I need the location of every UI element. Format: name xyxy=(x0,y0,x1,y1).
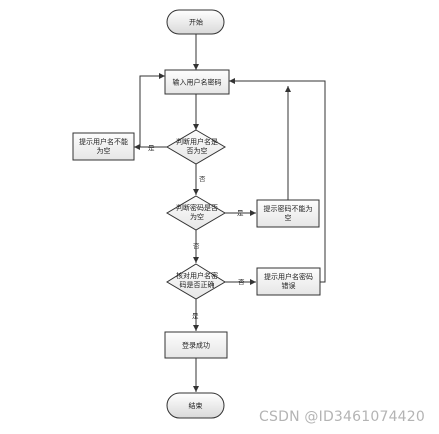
input-node: 输入用户名密码 xyxy=(164,69,230,95)
pwd-empty-msg-line2: 空 xyxy=(285,213,292,222)
edge-label-pwd-empty-yes: 是 xyxy=(237,209,244,217)
wrong-msg-line1: 提示用户名密码 xyxy=(264,272,313,281)
check-correct-line1: 核对用户名密 xyxy=(176,271,218,280)
end-node: 结束 xyxy=(166,392,225,419)
edge-label-user-empty-yes: 是 xyxy=(148,144,155,152)
check-user-empty-line2: 否为空 xyxy=(187,146,208,155)
success-node: 登录成功 xyxy=(164,331,228,359)
input-label: 输入用户名密码 xyxy=(173,78,222,87)
pwd-empty-msg-line1: 提示密码不能为 xyxy=(264,204,313,213)
start-label: 开始 xyxy=(189,18,203,27)
check-user-empty-node: 判断用户名是 否为空 xyxy=(166,129,226,165)
csdn-watermark: CSDN @ID3461074420 xyxy=(259,409,425,425)
check-pwd-empty-line1: 判断密码是否 xyxy=(176,203,218,212)
edge-label-pwd-empty-no: 否 xyxy=(193,242,200,250)
user-empty-msg-node: 提示用户名不能 为空 xyxy=(72,132,135,161)
edge-label-user-empty-no: 否 xyxy=(199,175,206,183)
wrong-msg-node: 提示用户名密码 错误 xyxy=(256,267,321,296)
connectors xyxy=(134,34,326,392)
edge-label-correct-yes: 是 xyxy=(192,312,199,320)
check-correct-node: 核对用户名密 码是否正确 xyxy=(166,263,226,300)
arrow-user-msg-back-to-input xyxy=(139,73,165,147)
pwd-empty-msg-node: 提示密码不能为 空 xyxy=(256,199,320,228)
check-user-empty-line1: 判断用户名是 xyxy=(176,137,218,146)
arrow-wrong-msg-back-to-input xyxy=(229,78,326,283)
check-pwd-empty-line2: 为空 xyxy=(190,212,204,221)
end-label: 结束 xyxy=(189,401,203,410)
start-node: 开始 xyxy=(166,9,225,35)
user-empty-msg-line2: 为空 xyxy=(97,146,111,155)
success-label: 登录成功 xyxy=(182,341,210,350)
check-correct-line2: 码是否正确 xyxy=(180,280,215,289)
edge-label-correct-no: 否 xyxy=(238,278,245,286)
user-empty-msg-line1: 提示用户名不能 xyxy=(79,137,128,146)
check-pwd-empty-node: 判断密码是否 为空 xyxy=(166,195,226,231)
wrong-msg-line2: 错误 xyxy=(282,281,296,290)
